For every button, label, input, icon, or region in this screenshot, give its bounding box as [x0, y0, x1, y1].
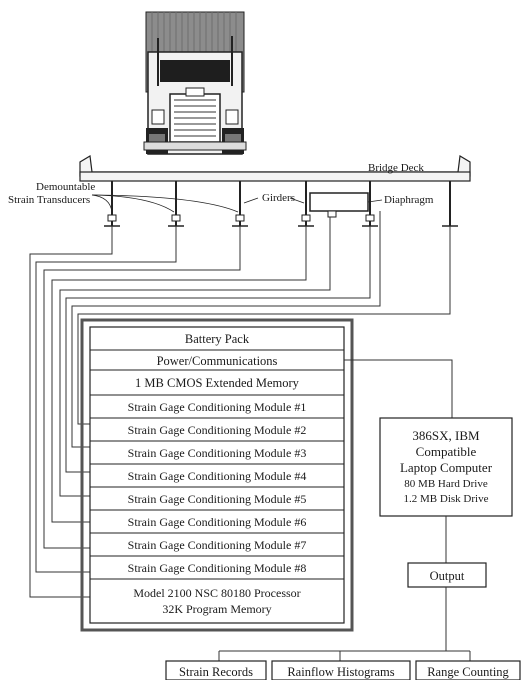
- processor-line-2: 32K Program Memory: [162, 602, 271, 616]
- bridge-deck: [79, 155, 471, 182]
- logger-to-computer-link: [344, 359, 453, 418]
- computer-line-5: 1.2 MB Disk Drive: [404, 493, 489, 505]
- logger-row-battery-pack: Battery Pack: [185, 332, 250, 346]
- laptop-computer-box: [379, 417, 513, 517]
- diaphragm: [309, 192, 369, 212]
- logger-row-module-7: Strain Gage Conditioning Module #7: [128, 538, 307, 552]
- logger-row-module-5: Strain Gage Conditioning Module #5: [128, 492, 307, 506]
- transducers-label-line2: Strain Transducers: [8, 194, 90, 206]
- logger-row-module-4: Strain Gage Conditioning Module #4: [128, 469, 307, 483]
- range-counting-label: Range Counting: [427, 665, 509, 679]
- logger-row-module-8: Strain Gage Conditioning Module #8: [128, 561, 307, 575]
- output-branches: [218, 587, 471, 661]
- diaphragm-label: Diaphragm: [384, 194, 434, 206]
- strain-records-box: [165, 660, 267, 680]
- logger-row-cmos-memory: 1 MB CMOS Extended Memory: [135, 376, 300, 390]
- transducers-label-line1: Demountable: [36, 181, 95, 193]
- computer-line-1: 386SX, IBM: [412, 428, 480, 443]
- logger-row-module-6: Strain Gage Conditioning Module #6: [128, 515, 307, 529]
- logger-row-power-communications: Power/Communications: [157, 354, 278, 368]
- rainflow-histograms-box: [271, 660, 411, 680]
- truck-illustration: [143, 11, 247, 155]
- range-counting-box: [415, 660, 521, 680]
- output-label: Output: [430, 569, 465, 583]
- computer-line-4: 80 MB Hard Drive: [404, 478, 488, 490]
- bridge-deck-label: Bridge Deck: [368, 162, 424, 174]
- logger-row-module-1: Strain Gage Conditioning Module #1: [128, 400, 307, 414]
- logger-row-module-3: Strain Gage Conditioning Module #3: [128, 446, 307, 460]
- girders-label: Girders: [262, 192, 295, 204]
- rainflow-histograms-label: Rainflow Histograms: [287, 665, 394, 679]
- processor-line-1: Model 2100 NSC 80180 Processor: [133, 586, 300, 600]
- lead-wires: [29, 211, 451, 598]
- output-box: [407, 562, 487, 588]
- logger-row-module-2: Strain Gage Conditioning Module #2: [128, 423, 307, 437]
- data-logger: [80, 318, 354, 632]
- computer-line-2: Compatible: [416, 444, 477, 459]
- strain-records-label: Strain Records: [179, 665, 253, 679]
- strain-transducers: [107, 210, 375, 222]
- computer-line-3: Laptop Computer: [400, 460, 493, 475]
